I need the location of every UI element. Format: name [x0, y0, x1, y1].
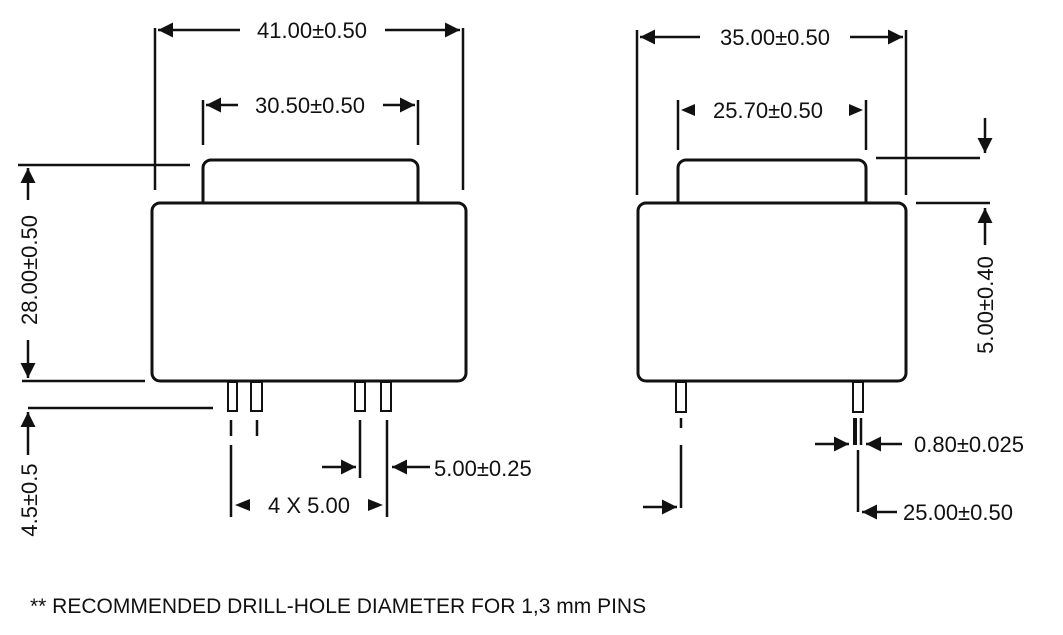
pin-diameter-label: 0.80±0.025 — [914, 432, 1024, 457]
front-width-label: 41.00±0.50 — [257, 18, 367, 43]
pin-pitch-label: 5.00±0.25 — [434, 456, 532, 481]
side-view: 35.00±0.50 25.70±0.50 5.00±0.40 0.80±0.0… — [635, 25, 1024, 525]
front-view: 41.00±0.50 30.50±0.50 28.00±0.50 4.5±0.5… — [17, 18, 532, 537]
side-tab-width-label: 25.70±0.50 — [713, 98, 823, 123]
pin-pitch-total-label: 4 X 5.00 — [268, 493, 350, 518]
side-body — [636, 201, 908, 383]
pin-spacing-label: 25.00±0.50 — [903, 500, 1013, 525]
front-height-label: 28.00±0.50 — [17, 215, 42, 325]
side-pins — [675, 381, 864, 413]
front-body — [150, 201, 468, 383]
pin-length-label: 4.5±0.5 — [17, 463, 42, 536]
side-width-label: 35.00±0.50 — [720, 25, 830, 50]
front-pins — [227, 381, 392, 412]
footnote: ** RECOMMENDED DRILL-HOLE DIAMETER FOR 1… — [30, 595, 646, 618]
tab-height-label: 5.00±0.40 — [973, 256, 998, 354]
front-tab-width-label: 30.50±0.50 — [255, 93, 365, 118]
